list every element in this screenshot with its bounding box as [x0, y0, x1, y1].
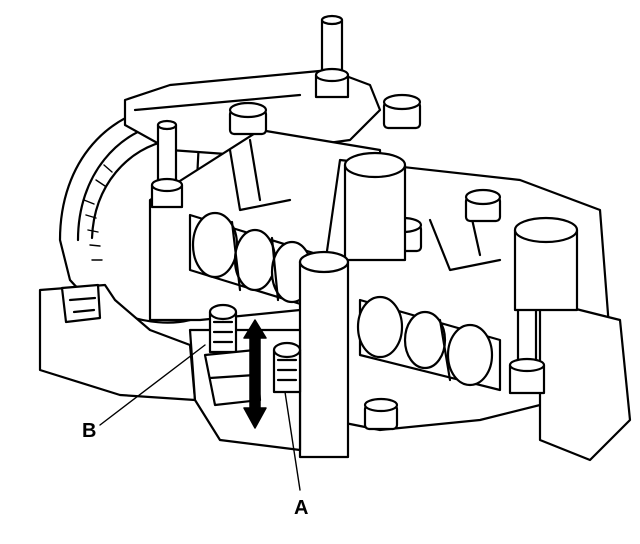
cylinder-head-left: [38, 283, 197, 402]
rocker-arm-b: [203, 348, 262, 407]
bolt-3: [464, 188, 502, 223]
stud-left: [150, 119, 184, 209]
exhaust-camshaft: [356, 295, 502, 392]
leader-line-a: [284, 391, 301, 491]
camshaft-journal-right: [343, 151, 407, 262]
callout-label-a: A: [294, 497, 309, 519]
bolt-1: [228, 101, 268, 136]
bolt-2: [382, 93, 422, 130]
leader-line-b: [99, 344, 206, 426]
movement-arrow: [243, 319, 267, 429]
adjusting-screw-left: [208, 303, 238, 354]
callout-label-b: B: [82, 420, 97, 442]
bolt-5: [363, 397, 399, 431]
camshaft-journal-far-right: [513, 216, 579, 312]
adjusting-screw-a: [272, 341, 302, 394]
stud-top: [314, 14, 350, 99]
